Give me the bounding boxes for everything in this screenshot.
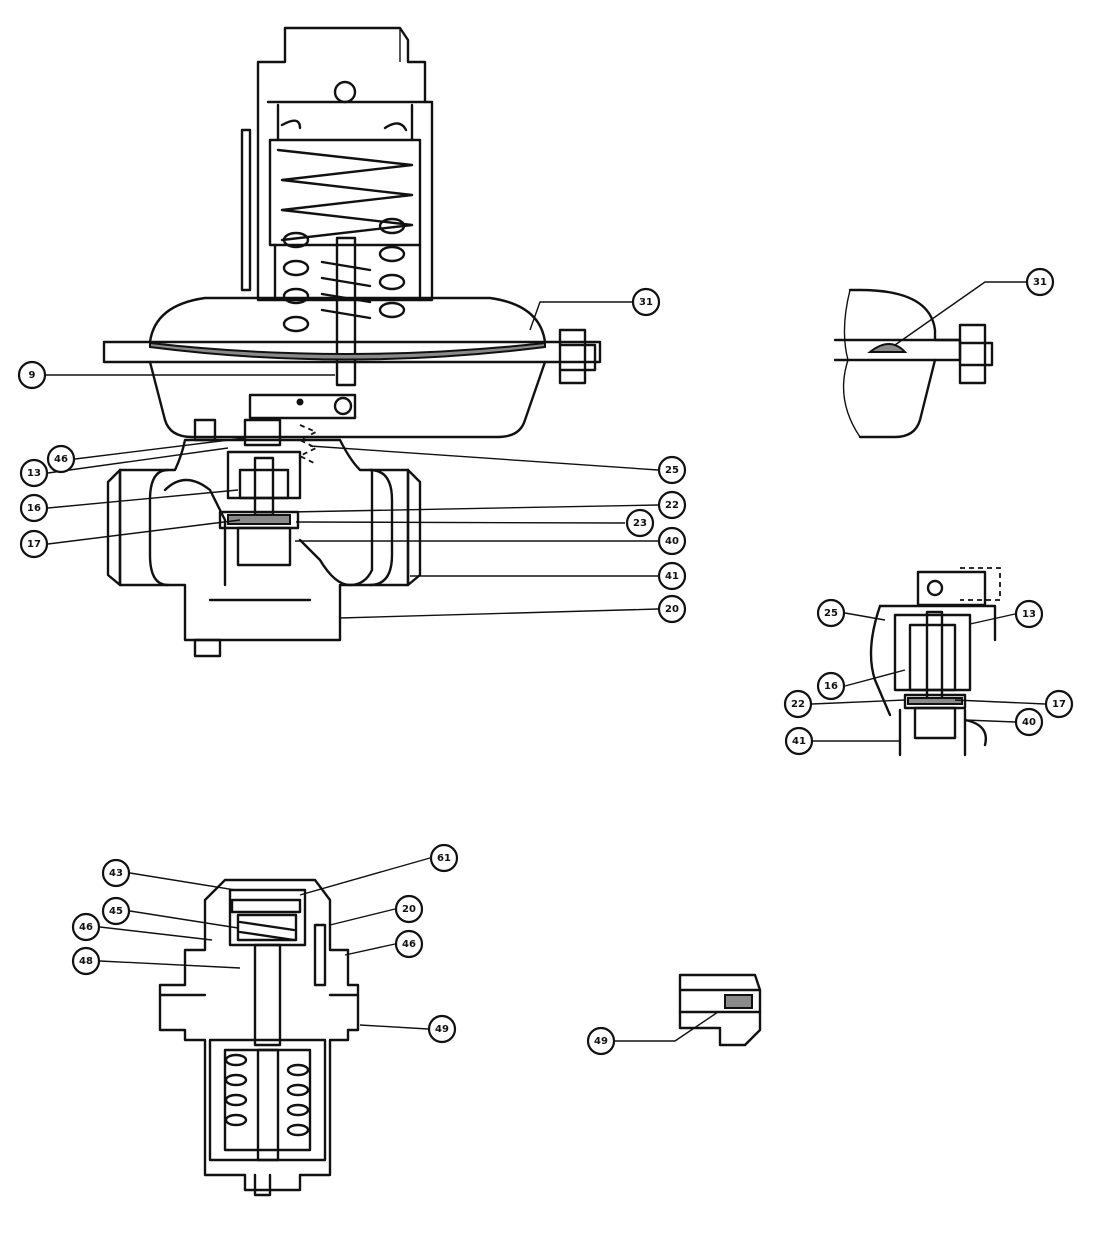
callout-number: 22 <box>665 500 679 511</box>
callout-main-view-11: 20 <box>657 594 687 624</box>
callout-number: 46 <box>54 454 68 465</box>
callout-number: 43 <box>109 868 123 879</box>
callout-relief-view-1: 43 <box>101 858 131 888</box>
callout-main-view-3: 13 <box>19 458 49 488</box>
relief-valve-view <box>99 857 431 1197</box>
callout-detail-valve-4: 17 <box>1044 689 1074 719</box>
callout-detail-valve-0: 25 <box>816 598 846 628</box>
callout-number: 45 <box>109 906 123 917</box>
callout-detail-49-0: 49 <box>586 1026 616 1056</box>
callout-number: 48 <box>79 956 93 967</box>
callout-number: 49 <box>594 1036 608 1047</box>
callout-number: 9 <box>29 370 36 381</box>
callout-main-view-5: 17 <box>19 529 49 559</box>
callout-relief-view-7: 49 <box>427 1014 457 1044</box>
callout-detail-valve-6: 41 <box>784 726 814 756</box>
callout-relief-view-3: 20 <box>394 894 424 924</box>
callout-number: 31 <box>1033 277 1047 288</box>
callout-number: 40 <box>1022 717 1036 728</box>
callout-detail-valve-2: 16 <box>816 671 846 701</box>
callout-number: 25 <box>665 465 679 476</box>
detail-49-view <box>615 973 762 1047</box>
detail-valve-view <box>811 567 1046 757</box>
callout-layer: 31 9 46 13 16 17 25 22 23 40 41 20 31 25 13 16 22 17 40 41 6… <box>17 267 1074 1056</box>
callout-number: 16 <box>824 681 838 692</box>
callout-relief-view-5: 46 <box>394 929 424 959</box>
callout-relief-view-4: 46 <box>71 912 101 942</box>
callout-number: 25 <box>824 608 838 619</box>
callout-main-view-6: 25 <box>657 455 687 485</box>
callout-number: 13 <box>27 468 41 479</box>
callout-number: 41 <box>792 736 806 747</box>
callout-main-view-2: 46 <box>46 444 76 474</box>
callout-number: 49 <box>435 1024 449 1035</box>
callout-detail-valve-5: 40 <box>1014 707 1044 737</box>
callout-detail-valve-1: 13 <box>1014 599 1044 629</box>
callout-number: 13 <box>1022 609 1036 620</box>
callout-number: 17 <box>1052 699 1066 710</box>
main-regulator-view <box>46 26 659 658</box>
callout-number: 16 <box>27 503 41 514</box>
callout-relief-view-0: 61 <box>429 843 459 873</box>
callout-number: 40 <box>665 536 679 547</box>
callout-number: 31 <box>639 297 653 308</box>
callout-detail-31-0: 31 <box>1025 267 1055 297</box>
callout-main-view-10: 41 <box>657 561 687 591</box>
callout-number: 20 <box>402 904 416 915</box>
callout-number: 46 <box>402 939 416 950</box>
callout-relief-view-6: 48 <box>71 946 101 976</box>
callout-main-view-9: 40 <box>657 526 687 556</box>
callout-number: 17 <box>27 539 41 550</box>
callout-number: 22 <box>791 699 805 710</box>
callout-number: 46 <box>79 922 93 933</box>
callout-main-view-4: 16 <box>19 493 49 523</box>
callout-number: 41 <box>665 571 679 582</box>
callout-main-view-8: 23 <box>625 508 655 538</box>
callout-number: 20 <box>665 604 679 615</box>
detail-31-view <box>833 281 1026 439</box>
callout-number: 61 <box>437 853 451 864</box>
callout-number: 23 <box>633 518 647 529</box>
callout-main-view-0: 31 <box>631 287 661 317</box>
callout-detail-valve-3: 22 <box>783 689 813 719</box>
callout-main-view-1: 9 <box>17 360 47 390</box>
callout-relief-view-2: 45 <box>101 896 131 926</box>
callout-main-view-7: 22 <box>657 490 687 520</box>
